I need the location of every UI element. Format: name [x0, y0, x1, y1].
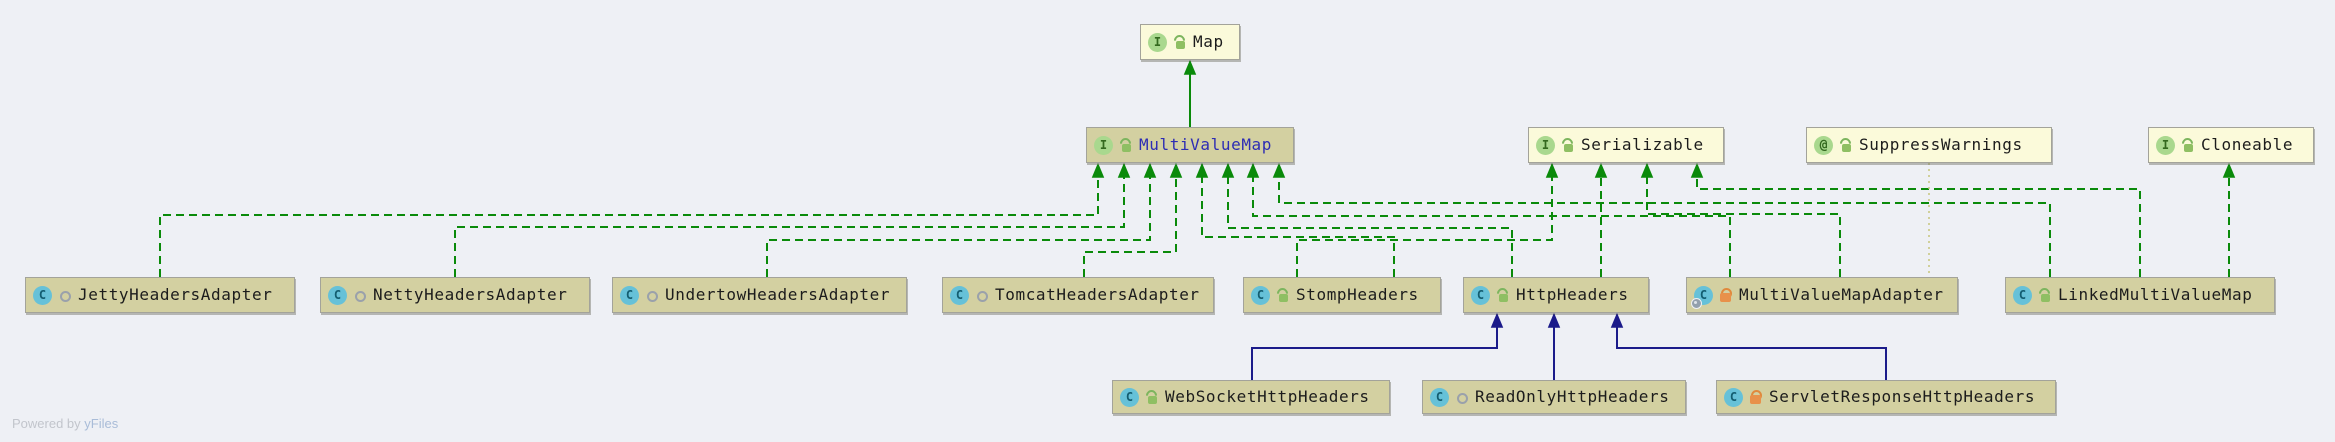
- node-cloneable[interactable]: I Cloneable: [2148, 127, 2314, 163]
- package-visibility-icon: [353, 288, 367, 303]
- gear-badge-icon: [1691, 298, 1702, 309]
- interface-icon: I: [2156, 135, 2175, 155]
- interface-icon: I: [1148, 32, 1167, 52]
- edge-netty-implements-multivaluemap[interactable]: [454, 162, 1131, 277]
- node-map[interactable]: I Map: [1140, 24, 1240, 60]
- node-label: UndertowHeadersAdapter: [665, 285, 891, 304]
- node-jettyheadersadapter[interactable]: C JettyHeadersAdapter: [25, 277, 295, 313]
- node-stompheaders[interactable]: C StompHeaders: [1243, 277, 1441, 313]
- private-lock-icon: [1749, 389, 1763, 405]
- public-visibility-icon: [1839, 138, 1853, 153]
- class-icon: C: [1471, 285, 1490, 305]
- node-label: Serializable: [1581, 135, 1704, 154]
- node-httpheaders[interactable]: C HttpHeaders: [1463, 277, 1649, 313]
- node-label: Map: [1193, 32, 1224, 51]
- public-visibility-icon: [1496, 288, 1510, 303]
- node-nettyheadersadapter[interactable]: C NettyHeadersAdapter: [320, 277, 590, 313]
- node-websockethttpheaders[interactable]: C WebSocketHttpHeaders: [1112, 380, 1390, 414]
- public-visibility-icon: [2181, 138, 2195, 153]
- yfiles-link[interactable]: yFiles: [84, 416, 119, 431]
- edge-jetty-implements-multivaluemap[interactable]: [159, 162, 1105, 277]
- node-label: SuppressWarnings: [1859, 135, 2023, 154]
- class-icon: C: [33, 285, 52, 305]
- package-visibility-icon: [975, 288, 989, 303]
- edge-servletresponse-extends-httpheaders[interactable]: [1610, 312, 1887, 380]
- edge-tomcat-implements-multivaluemap[interactable]: [1083, 162, 1183, 277]
- node-tomcatheadersadapter[interactable]: C TomcatHeadersAdapter: [942, 277, 1214, 313]
- node-label: WebSocketHttpHeaders: [1165, 387, 1370, 406]
- node-label: StompHeaders: [1296, 285, 1419, 304]
- node-suppresswarnings[interactable]: @ SuppressWarnings: [1806, 127, 2052, 163]
- public-visibility-icon: [1145, 390, 1159, 405]
- node-label: ServletResponseHttpHeaders: [1769, 387, 2036, 406]
- interface-icon: I: [1094, 135, 1113, 155]
- class-icon: C: [1120, 387, 1139, 407]
- package-visibility-icon: [1455, 390, 1469, 405]
- node-label: ReadOnlyHttpHeaders: [1475, 387, 1670, 406]
- public-visibility-icon: [2038, 288, 2052, 303]
- node-label: TomcatHeadersAdapter: [995, 285, 1200, 304]
- node-linkedmultivaluemap[interactable]: C LinkedMultiValueMap: [2005, 277, 2275, 313]
- node-multivaluemapadapter[interactable]: C MultiValueMapAdapter: [1686, 277, 1958, 313]
- class-icon: C: [328, 285, 347, 305]
- private-lock-icon: [1719, 287, 1733, 303]
- class-icon: C: [620, 285, 639, 305]
- node-label: JettyHeadersAdapter: [78, 285, 273, 304]
- class-icon: C: [950, 285, 969, 305]
- node-label: NettyHeadersAdapter: [373, 285, 568, 304]
- node-servletresponsehttpheaders[interactable]: C ServletResponseHttpHeaders: [1716, 380, 2056, 414]
- node-serializable[interactable]: I Serializable: [1528, 127, 1724, 163]
- class-icon: C: [1430, 387, 1449, 407]
- yfiles-watermark: Powered by yFiles: [12, 416, 118, 431]
- edge-undertow-implements-multivaluemap[interactable]: [766, 162, 1157, 277]
- package-visibility-icon: [58, 288, 72, 303]
- public-visibility-icon: [1561, 138, 1575, 153]
- edge-stomp-implements-serializable[interactable]: [1296, 162, 1559, 277]
- edge-mvmadapter-implements-serializable[interactable]: [1640, 162, 1841, 277]
- edge-httpheaders-implements-multivaluemap[interactable]: [1221, 162, 1513, 277]
- public-visibility-icon: [1276, 288, 1290, 303]
- class-icon: C: [1724, 387, 1743, 407]
- edge-linkedmvm-implements-multivaluemap[interactable]: [1272, 162, 2051, 277]
- node-label: LinkedMultiValueMap: [2058, 285, 2253, 304]
- edge-linkedmvm-implements-serializable[interactable]: [1690, 162, 2141, 277]
- interface-icon: I: [1536, 135, 1555, 155]
- node-label: MultiValueMap: [1139, 135, 1273, 154]
- node-multivaluemap[interactable]: I MultiValueMap: [1086, 127, 1294, 163]
- powered-by-text: Powered by: [12, 416, 81, 431]
- edge-stomp-implements-multivaluemap[interactable]: [1195, 162, 1395, 277]
- public-visibility-icon: [1173, 35, 1187, 50]
- class-icon: C: [2013, 285, 2032, 305]
- public-visibility-icon: [1119, 138, 1133, 153]
- package-visibility-icon: [645, 288, 659, 303]
- node-readonlyhttpheaders[interactable]: C ReadOnlyHttpHeaders: [1422, 380, 1686, 414]
- edge-websocket-extends-httpheaders[interactable]: [1251, 312, 1504, 380]
- node-undertowheadersadapter[interactable]: C UndertowHeadersAdapter: [612, 277, 907, 313]
- edge-mvmadapter-implements-multivaluemap[interactable]: [1246, 162, 1731, 277]
- node-label: MultiValueMapAdapter: [1739, 285, 1944, 304]
- class-icon: C: [1251, 285, 1270, 305]
- node-label: Cloneable: [2201, 135, 2294, 154]
- node-label: HttpHeaders: [1516, 285, 1629, 304]
- annotation-icon: @: [1814, 135, 1833, 155]
